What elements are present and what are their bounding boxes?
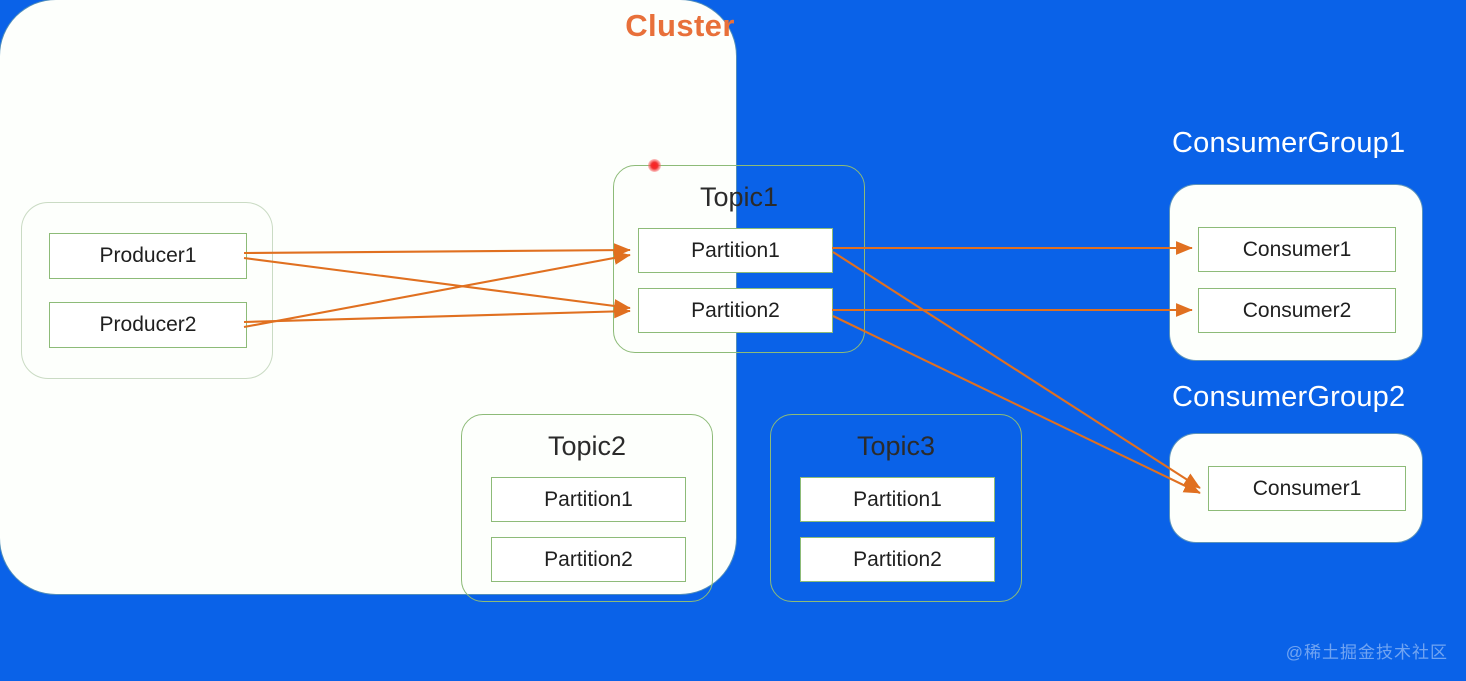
- consumer-group-1-consumer-2-label: Consumer2: [1242, 298, 1352, 322]
- topic-1-partition-2-box[interactable]: Partition2: [638, 288, 833, 333]
- cluster-title: Cluster: [625, 8, 735, 43]
- consumer-group-1-panel: Consumer1 Consumer2: [1170, 185, 1422, 360]
- topic-1-group[interactable]: Topic1 Partition1 Partition2: [613, 165, 865, 353]
- topic-1-partition-1-label: Partition1: [691, 238, 780, 262]
- producer-2-box[interactable]: Producer2: [49, 302, 247, 348]
- topic-3-partition-2-label: Partition2: [853, 547, 942, 571]
- watermark: @稀土掘金技术社区: [1285, 643, 1448, 662]
- consumer-group-1-consumer-1-box[interactable]: Consumer1: [1198, 227, 1396, 272]
- consumer-group-2-title: ConsumerGroup2: [1172, 381, 1406, 413]
- topic-2-title: Topic2: [547, 431, 627, 461]
- consumer-group-2-consumer-1-box[interactable]: Consumer1: [1208, 466, 1406, 511]
- consumer-group-1-consumer-2-box[interactable]: Consumer2: [1198, 288, 1396, 333]
- consumer-group-2-consumer-1-label: Consumer1: [1252, 476, 1362, 500]
- consumer-group-2-panel: Consumer1: [1170, 434, 1422, 542]
- producer-1-label: Producer1: [99, 244, 197, 267]
- consumer-group-1-title: ConsumerGroup1: [1172, 127, 1406, 159]
- producer-1-box[interactable]: Producer1: [49, 233, 247, 279]
- topic-1-title: Topic1: [699, 182, 779, 212]
- consumer-group-1-consumer-1-label: Consumer1: [1242, 237, 1352, 261]
- topic-2-partition-2-label: Partition2: [544, 547, 633, 571]
- topic-1-partition-2-label: Partition2: [691, 298, 780, 322]
- topic-3-partition-1-box[interactable]: Partition1: [800, 477, 995, 522]
- topic-1-partition-1-box[interactable]: Partition1: [638, 228, 833, 273]
- topic-2-partition-1-label: Partition1: [544, 487, 633, 511]
- topic-2-partition-2-box[interactable]: Partition2: [491, 537, 686, 582]
- topic-2-group[interactable]: Topic2 Partition1 Partition2: [461, 414, 713, 602]
- topic-2-partition-1-box[interactable]: Partition1: [491, 477, 686, 522]
- topic-3-partition-2-box[interactable]: Partition2: [800, 537, 995, 582]
- topic-1-selection-handle-icon[interactable]: [648, 159, 661, 172]
- topic-3-group[interactable]: Topic3 Partition1 Partition2: [770, 414, 1022, 602]
- topic-3-title: Topic3: [856, 431, 936, 461]
- topic-3-partition-1-label: Partition1: [853, 487, 942, 511]
- producer-2-label: Producer2: [99, 313, 197, 336]
- producer-panel: Producer1 Producer2: [22, 203, 272, 378]
